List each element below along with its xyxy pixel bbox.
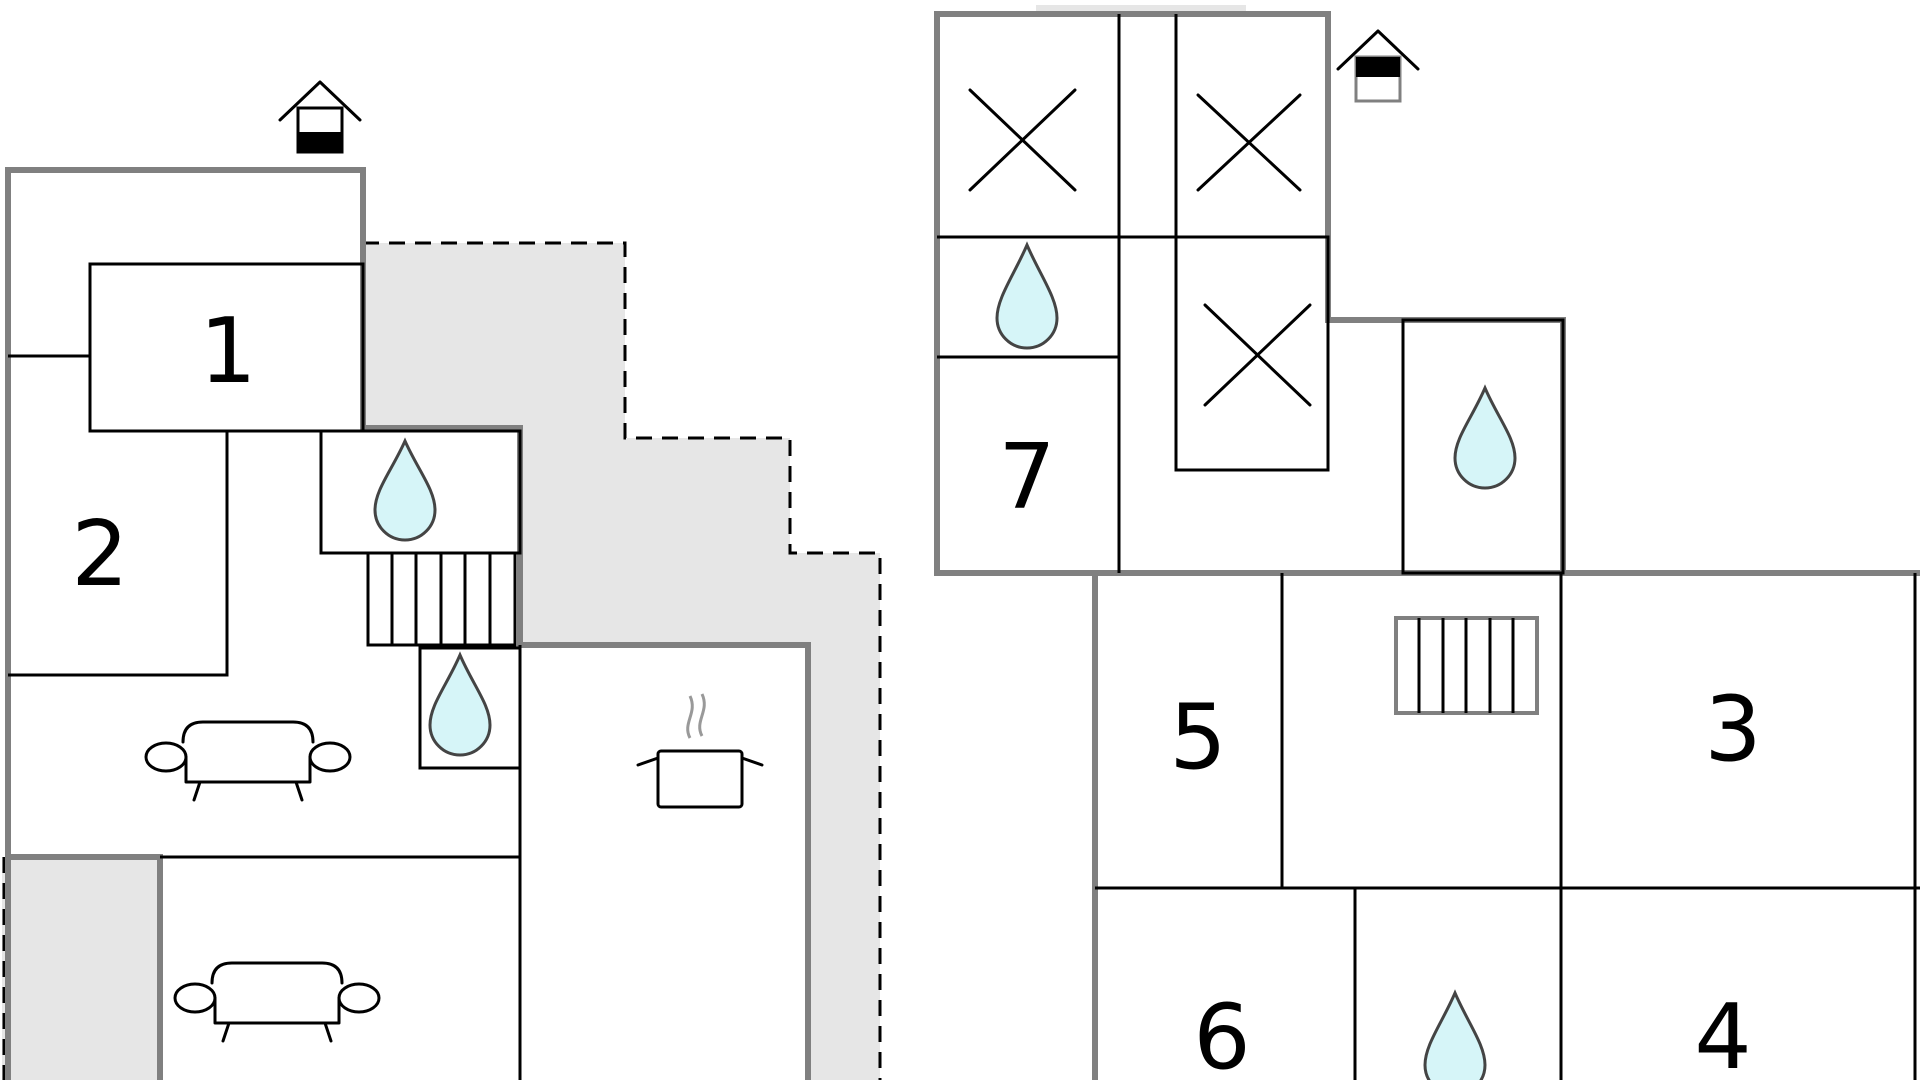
water-drop-icon bbox=[428, 651, 492, 757]
sofa-icon bbox=[144, 720, 352, 802]
stairs-right-steps bbox=[1417, 618, 1515, 713]
stairs-left-steps bbox=[390, 553, 492, 645]
right-lower-outer-wall bbox=[1092, 570, 1920, 1080]
right-floor: 7 5 3 6 4 bbox=[934, 5, 1920, 1080]
side-terrace bbox=[2, 857, 160, 1080]
room-number: 3 bbox=[1704, 677, 1761, 782]
terrace-border bbox=[363, 241, 882, 1080]
water-drop-icon bbox=[373, 437, 437, 542]
bathroom-right-upper bbox=[1401, 318, 1565, 575]
cooking-pot-icon bbox=[636, 693, 764, 809]
house-floor-icon bbox=[1336, 29, 1420, 103]
room-number: 2 bbox=[71, 502, 128, 607]
room-2-outline bbox=[8, 431, 229, 677]
water-drop-icon bbox=[1423, 989, 1487, 1080]
house-floor-icon bbox=[278, 80, 362, 154]
sofa-icon bbox=[173, 961, 381, 1043]
cross-icon bbox=[1203, 303, 1312, 407]
water-drop-icon bbox=[1453, 384, 1517, 490]
room-number: 4 bbox=[1694, 985, 1751, 1080]
cross-icon bbox=[968, 88, 1077, 192]
bedroom-marker-box bbox=[1174, 235, 1330, 472]
room-number: 6 bbox=[1193, 985, 1250, 1080]
cross-icon bbox=[1196, 93, 1302, 192]
room-number: 1 bbox=[199, 299, 256, 404]
left-floor: 1 2 bbox=[2, 80, 882, 1080]
terrace-area bbox=[363, 243, 880, 1080]
room-number: 7 bbox=[998, 425, 1055, 530]
room-number: 5 bbox=[1169, 685, 1226, 790]
water-drop-icon bbox=[995, 241, 1059, 350]
left-outer-wall bbox=[5, 167, 811, 1080]
